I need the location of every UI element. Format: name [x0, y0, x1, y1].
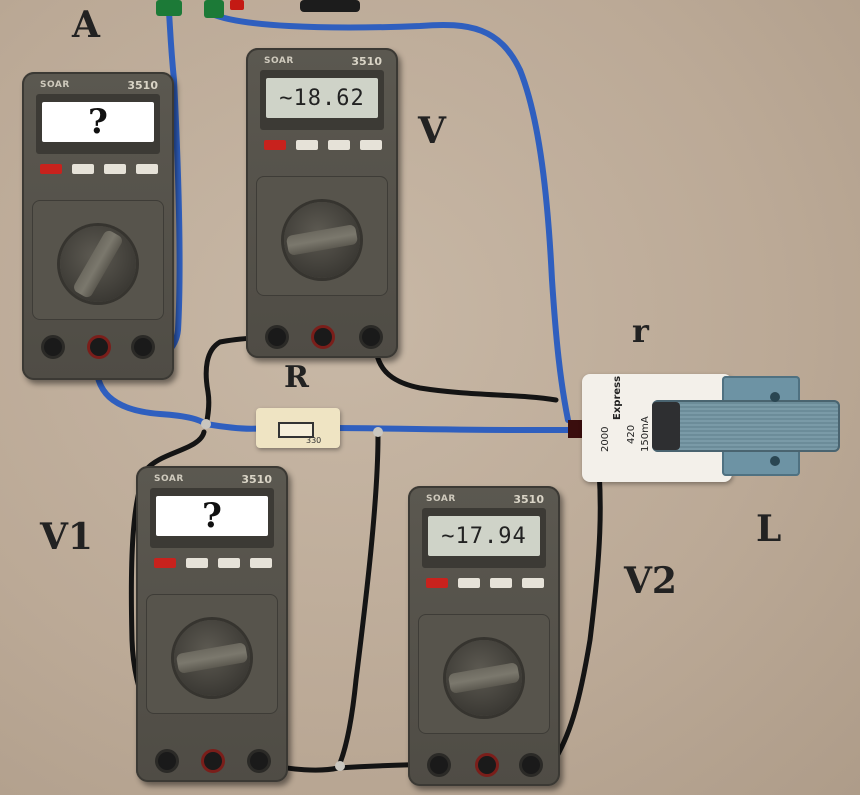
resistor-symbol — [278, 422, 314, 438]
jack-com[interactable] — [522, 756, 540, 774]
meter-model: 3510 — [127, 79, 158, 92]
jack-10a[interactable] — [430, 756, 448, 774]
jack-com[interactable] — [134, 338, 152, 356]
inductor-terminal — [568, 420, 584, 438]
label-a: A — [72, 4, 100, 46]
dial-panel — [32, 200, 164, 320]
selector-dial[interactable] — [174, 620, 250, 696]
display-bezel: ? — [36, 94, 160, 154]
jack-com[interactable] — [362, 328, 380, 346]
range-button[interactable] — [490, 578, 512, 588]
hold-button[interactable] — [72, 164, 94, 174]
display-screen: ? — [156, 496, 268, 536]
junction-clip — [201, 419, 211, 429]
display-bezel: ~17.94 — [422, 508, 546, 568]
dial-panel — [418, 614, 550, 734]
inductor-brand: Express — [612, 375, 623, 420]
junction-clip — [335, 761, 345, 771]
dial-knob — [285, 224, 359, 256]
jack-v-ohm-ma[interactable] — [204, 752, 222, 770]
resistor-value: 330 — [306, 436, 322, 445]
label-v1: V1 — [40, 516, 93, 558]
dcac-button[interactable] — [250, 558, 272, 568]
hold-button[interactable] — [458, 578, 480, 588]
inductor-turns: 2000 — [600, 426, 611, 452]
label-r: R — [284, 360, 309, 395]
display-screen: ? — [42, 102, 154, 142]
wire-black-mid — [335, 433, 381, 771]
dial-knob — [447, 662, 521, 694]
voltmeter-v1: SOAR 3510 ? — [136, 466, 288, 782]
display-value: ? — [88, 102, 108, 142]
jack-v-ohm-ma[interactable] — [90, 338, 108, 356]
terminal-green — [156, 0, 182, 16]
range-button[interactable] — [328, 140, 350, 150]
display-value: ? — [202, 496, 222, 536]
jack-10a[interactable] — [158, 752, 176, 770]
power-button[interactable] — [264, 140, 286, 150]
range-button[interactable] — [104, 164, 126, 174]
power-button[interactable] — [426, 578, 448, 588]
label-v: V — [418, 110, 446, 152]
power-button[interactable] — [154, 558, 176, 568]
selector-dial[interactable] — [60, 226, 136, 302]
display-value: ~18.62 — [279, 85, 365, 111]
resistor-component: 330 — [256, 408, 340, 448]
hold-button[interactable] — [296, 140, 318, 150]
selector-dial[interactable] — [284, 202, 360, 278]
screw-icon — [770, 392, 780, 402]
power-button[interactable] — [40, 164, 62, 174]
wire-blue-r-left — [93, 359, 265, 432]
jack-10a[interactable] — [44, 338, 62, 356]
dcac-button[interactable] — [360, 140, 382, 150]
display-bezel: ? — [150, 488, 274, 548]
inductor-resistance: 420 — [626, 424, 637, 444]
wire-blue-r-right — [335, 425, 583, 433]
wire-black-v-right — [371, 333, 559, 403]
terminal-green — [204, 0, 224, 18]
display-screen: ~17.94 — [428, 516, 540, 556]
hold-button[interactable] — [186, 558, 208, 568]
dial-panel — [146, 594, 278, 714]
wire-blue-top — [209, 11, 571, 423]
jack-10a[interactable] — [268, 328, 286, 346]
meter-brand: SOAR — [154, 474, 184, 484]
dial-panel — [256, 176, 388, 296]
wire-black-v2-right — [545, 437, 603, 773]
meter-brand: SOAR — [264, 56, 294, 66]
inductor-coil — [652, 400, 840, 452]
jack-v-ohm-ma[interactable] — [478, 756, 496, 774]
range-button[interactable] — [218, 558, 240, 568]
dial-knob — [71, 228, 125, 300]
voltmeter-v2: SOAR 3510 ~17.94 — [408, 486, 560, 786]
jack-v-ohm-ma[interactable] — [314, 328, 332, 346]
dial-knob — [175, 642, 249, 674]
display-value: ~17.94 — [441, 523, 527, 549]
terminal-black — [300, 0, 360, 12]
meter-model: 3510 — [241, 473, 272, 486]
meter-brand: SOAR — [426, 494, 456, 504]
label-v2: V2 — [624, 560, 677, 602]
dcac-button[interactable] — [136, 164, 158, 174]
junction-clip — [373, 427, 383, 437]
meter-model: 3510 — [351, 55, 382, 68]
ammeter-a: SOAR 3510 ? — [22, 72, 174, 380]
meter-brand: SOAR — [40, 80, 70, 90]
dcac-button[interactable] — [522, 578, 544, 588]
inductor-clip — [652, 402, 680, 450]
inductor-current: 150mA — [640, 416, 651, 452]
selector-dial[interactable] — [446, 640, 522, 716]
voltmeter-v: SOAR 3510 ~18.62 — [246, 48, 398, 358]
screw-icon — [770, 456, 780, 466]
meter-model: 3510 — [513, 493, 544, 506]
label-l: L — [756, 508, 782, 550]
display-screen: ~18.62 — [266, 78, 378, 118]
terminal-red — [230, 0, 244, 10]
display-bezel: ~18.62 — [260, 70, 384, 130]
jack-com[interactable] — [250, 752, 268, 770]
label-r-small: r — [632, 312, 649, 350]
